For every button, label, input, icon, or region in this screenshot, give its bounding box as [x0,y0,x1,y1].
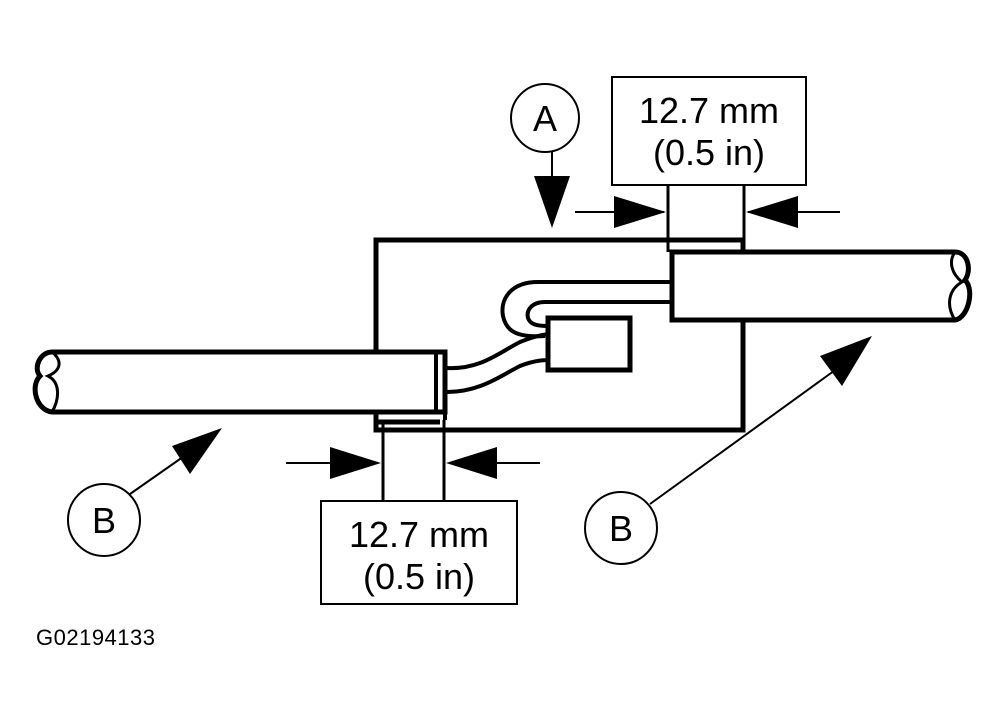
callout-b-left-label: B [92,500,116,541]
dimension-box-top: 12.7 mm (0.5 in) [611,76,807,186]
callout-b-right-circle [584,491,658,565]
callout-a-circle [510,83,580,153]
callout-b-left-leader [129,451,191,495]
callout-b-right-leader [649,367,839,505]
dimension-top-in: (0.5 in) [652,132,766,173]
crimp-connector [545,315,633,373]
left-cable-end-detail [44,350,61,413]
right-cable [669,249,973,323]
callout-b-right-arrowhead [820,336,872,386]
bottom-dim-arrowhead-left [330,447,381,479]
dimension-bottom-in: (0.5 in) [362,556,476,597]
figure-code: G02194133 [36,625,156,650]
top-dim-arrowhead-right [746,196,798,228]
top-dim-arrowhead-left [614,196,666,228]
right-cable-end-detail [948,251,965,321]
dimension-bottom-mm: 12.7 mm [348,514,490,555]
left-cable-end-cap [434,352,447,420]
callout-b-right-label: B [609,508,633,549]
dimension-box-bottom: 12.7 mm (0.5 in) [320,500,518,605]
left-cable [32,349,448,415]
callout-a-label: A [533,98,557,139]
dimension-top-mm: 12.7 mm [638,90,780,131]
callout-a-arrowhead [534,176,570,228]
bottom-dim-arrowhead-right [446,447,497,479]
right-conductor-loop [500,280,672,339]
callout-b-left-circle [67,483,141,557]
callout-b-left-arrowhead [172,428,222,474]
